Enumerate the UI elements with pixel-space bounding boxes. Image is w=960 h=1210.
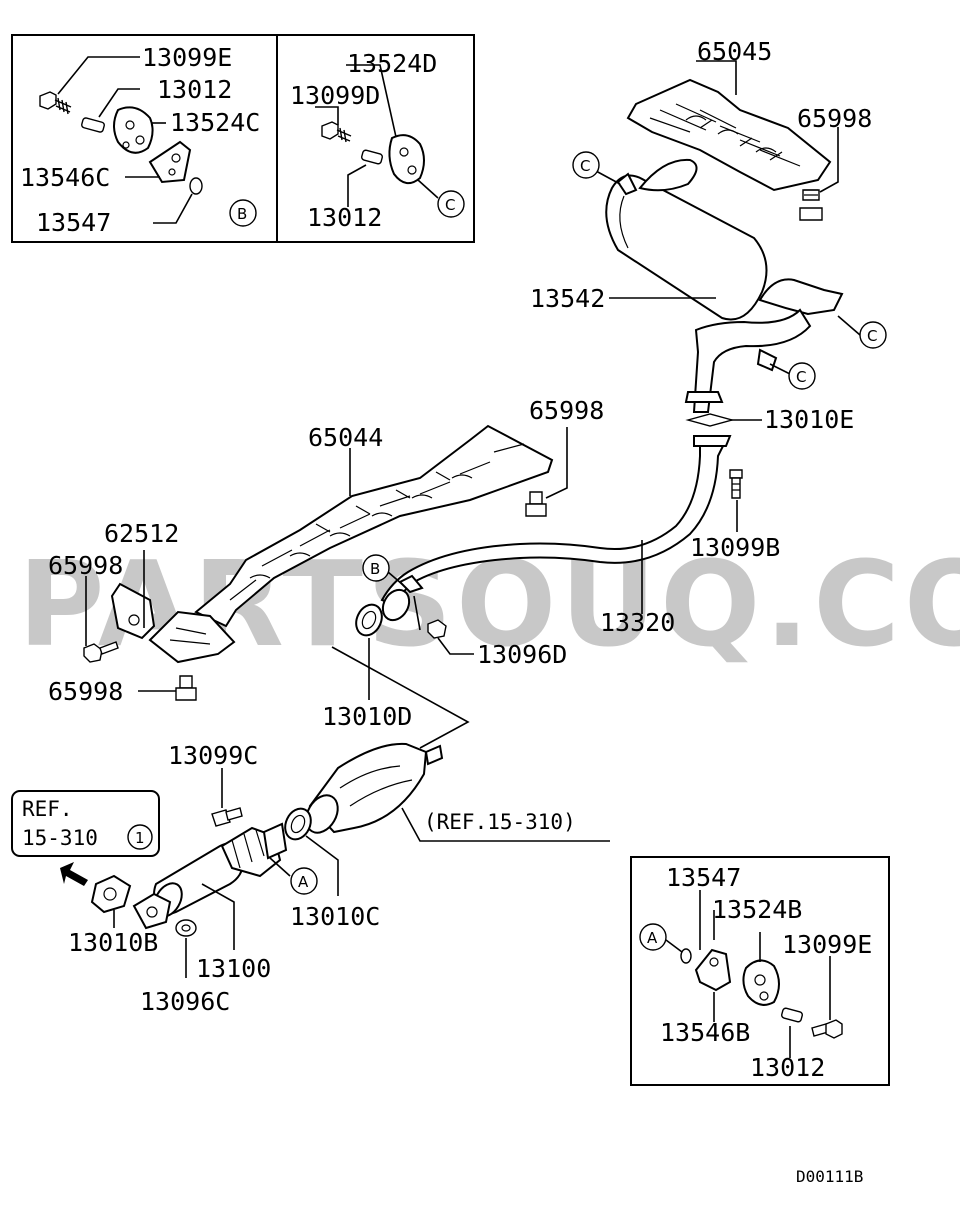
callout-c-muffler-top: C [572,151,600,179]
label-13100: 13100 [196,954,271,983]
label-13547: 13547 [36,208,111,237]
pin-13012-mid-icon [361,149,383,165]
svg-text:C: C [580,157,590,175]
ref-box-circle: 1 [135,829,145,847]
label-13010c: 13010C [290,902,380,931]
hanger-13524b-icon [742,959,780,1006]
label-13012-inset: 13012 [750,1053,825,1082]
label-65044: 65044 [308,423,383,452]
bolt-13099d-icon [321,121,352,143]
bracket-13546c-icon [148,140,192,184]
label-13099e-inset: 13099E [782,930,872,959]
label-13096c: 13096C [140,987,230,1016]
bolt-65998-left1-icon [83,641,119,663]
center-pipe-13320 [380,435,732,622]
callout-c-muffler-lower: C [788,362,816,390]
label-13099d: 13099D [290,81,380,110]
bolt-13099b-icon [729,469,743,499]
hanger-13524d-icon [388,134,425,185]
washer-13547-icon [189,177,203,195]
heat-shield-65044 [194,424,554,628]
callout-b-pipe: B [362,554,390,582]
label-13099e: 13099E [142,43,232,72]
callout-b-inset: B [229,199,257,227]
gasket-13010b-icon [90,874,132,914]
svg-text:A: A [298,873,309,891]
diagram-code: D00111B [796,1167,863,1186]
label-65998-left1: 65998 [48,551,123,580]
svg-text:B: B [370,560,380,578]
label-13010e: 13010E [764,405,854,434]
bolt-65998-center-icon [525,491,547,517]
label-65045: 65045 [697,37,772,66]
label-13010b: 13010B [68,928,158,957]
label-13524d: 13524D [347,49,437,78]
label-13547-inset: 13547 [666,863,741,892]
callout-a-inset: A [639,923,667,951]
label-13546b: 13546B [660,1018,750,1047]
label-13099c: 13099C [168,741,258,770]
ref-box-line2: 15-310 [22,826,98,850]
gasket-13010d-icon [355,603,383,637]
label-13524b: 13524B [712,895,802,924]
callout-c-inset: C [437,190,465,218]
label-65998-center: 65998 [529,396,604,425]
svg-text:B: B [237,205,247,223]
ref-note: (REF.15-310) [424,810,576,834]
nut-13096c-icon [175,919,197,937]
svg-text:C: C [445,196,455,214]
label-65998-left2: 65998 [48,677,123,706]
label-13099b: 13099B [690,533,780,562]
callout-c-muffler-right: C [859,321,887,349]
label-13320: 13320 [600,608,675,637]
heat-shield-65045 [626,78,832,192]
bolt-65998-rear-icon [799,189,823,221]
inset-bottom-right: A 13547 13524B 13099E 13546B 13012 [630,856,890,1086]
muffler-13542 [605,158,844,413]
label-13546c: 13546C [20,163,110,192]
label-62512: 62512 [104,519,179,548]
pin-13012-inset-icon [781,1007,803,1023]
pin-13012-icon [81,117,105,133]
inset-top: 13099E 13012 13524C 13546C 13547 B 13524… [11,34,475,243]
label-13012-mid: 13012 [307,203,382,232]
inset-bottom-frame [630,856,890,1086]
callout-a-pipe: A [290,867,318,895]
ref-box-line1: REF. [22,797,73,821]
gasket-13010e-icon [685,413,735,427]
bolt-65998-left2-icon [175,675,197,701]
inset-top-frame [11,34,475,243]
arrow-forward-icon [60,862,88,886]
bracket-13546b-icon [694,948,732,992]
front-pipe-13100 [132,822,288,930]
washer-13547-inset-icon [680,948,692,964]
svg-text:A: A [647,929,658,947]
ref-box: REF. 15-310 1 [11,790,160,857]
label-13524c: 13524C [170,108,260,137]
label-13542: 13542 [530,284,605,313]
svg-text:C: C [796,368,806,386]
hanger-13524c-icon [113,106,154,154]
label-65998-rear: 65998 [797,104,872,133]
label-13096d: 13096D [477,640,567,669]
label-13010d: 13010D [322,702,412,731]
bolt-13099c-icon [211,807,243,827]
catalytic-converter [305,742,444,834]
gasket-13010c-icon [284,807,312,841]
label-13012: 13012 [157,75,232,104]
bolt-13099e-inset-icon [811,1019,843,1039]
nut-13096d-icon [427,619,447,639]
bolt-13099e-icon [39,91,72,115]
svg-text:C: C [867,327,877,345]
